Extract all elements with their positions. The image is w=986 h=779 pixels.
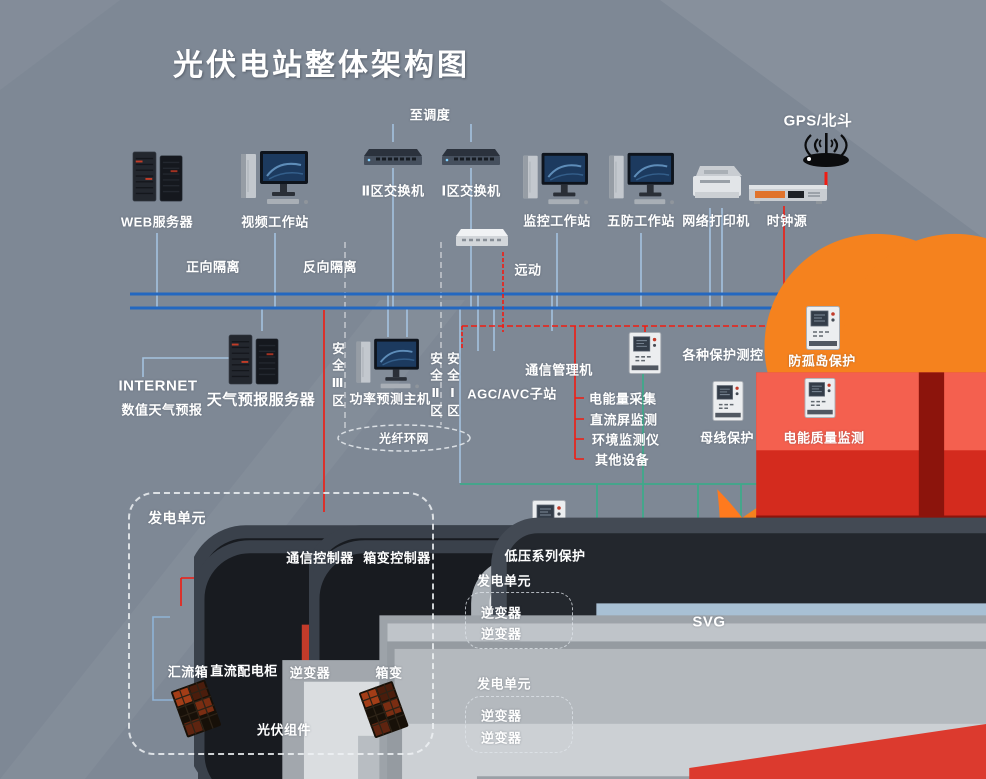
bus-protection-label: 母线保护 (699, 430, 755, 446)
video-workstation-label: 视频工作站 (241, 214, 309, 230)
bus-protection-device-icon (712, 381, 744, 421)
dc-screen-label: 直流屏监测 (590, 412, 658, 428)
remote-hub-icon (454, 227, 510, 248)
inverter-label: 逆变器 (289, 665, 331, 681)
reverse-isolation-label: 反向隔离 (302, 259, 358, 275)
unit-a-label: 发电单元 (477, 573, 532, 589)
network-printer-icon (693, 166, 742, 198)
unit-b-inverter2-label: 逆变器 (481, 730, 522, 746)
gps-beidou-label: GPS/北斗 (783, 112, 853, 130)
zone1-switch-label: Ⅰ区交换机 (441, 183, 501, 199)
security-zone-dividers (344, 242, 442, 430)
energy-collect-label: 电能量采集 (589, 391, 657, 407)
generation-unit-b-box (465, 696, 573, 753)
page-title: 光伏电站整体架构图 (173, 49, 470, 82)
env-monitor-label: 环境监测仪 (592, 432, 660, 448)
anti-islanding-label: 防孤岛保护 (788, 353, 856, 369)
comm-manager-label: 通信管理机 (525, 362, 593, 378)
to-dispatch-label: 至调度 (409, 107, 451, 123)
comm-controller-label: 通信控制器 (286, 550, 354, 566)
svg-label: SVG (692, 613, 726, 631)
web-server-label: WEB服务器 (120, 214, 194, 230)
clock-source-label: 时钟源 (766, 213, 808, 229)
unit-a-inverter1-label: 逆变器 (481, 605, 522, 621)
network-drop-lines (142, 124, 723, 483)
forward-isolation-label: 正向隔离 (185, 259, 241, 275)
zone2-switch-icon (362, 147, 424, 167)
video-workstation-icon (239, 149, 310, 206)
fiber-ring (320, 424, 986, 779)
lv-protection-label: 低压系列保护 (504, 548, 586, 564)
box-controller-label: 箱变控制器 (363, 550, 431, 566)
box-transformer-label: 箱变 (375, 665, 403, 681)
network-printer-label: 网络打印机 (682, 213, 750, 229)
internet-label: INTERNET (118, 377, 198, 395)
weather-server-icon (228, 334, 279, 385)
monitor-workstation-icon (522, 151, 589, 206)
combiner-box-label: 汇流箱 (167, 664, 209, 680)
zone2-switch-label: Ⅱ区交换机 (361, 183, 425, 199)
weather-server-label: 天气预报服务器 (206, 391, 316, 409)
five-prevention-workstation-icon (608, 151, 675, 206)
zone1-switch-icon (440, 147, 502, 167)
generation-unit-a-box (465, 592, 573, 649)
zone1-label: 安全Ⅰ区 (445, 352, 459, 421)
numeric-weather-label: 数值天气预报 (121, 402, 203, 418)
generation-unit-box (128, 492, 434, 755)
protection-ctrl-label: 各种保护测控 (682, 347, 764, 363)
clock-source-icon (748, 184, 828, 205)
remote-control-label: 远动 (514, 262, 542, 278)
agc-avc-label: AGC/AVC子站 (467, 386, 557, 402)
fiber-ring-label: 光纤环网 (378, 431, 430, 446)
zone3-label: 安全Ⅲ区 (330, 342, 344, 411)
anti-islanding-device-icon (806, 305, 840, 351)
pv-modules-label: 光伏组件 (256, 722, 312, 738)
protection-measure-device-icon (628, 332, 662, 374)
monitor-workstation-label: 监控工作站 (523, 213, 591, 229)
power-quality-label: 电能质量监测 (783, 430, 865, 446)
power-forecast-label: 功率预测主机 (349, 391, 431, 407)
unit-b-label: 发电单元 (477, 676, 532, 692)
gps-antenna-icon (801, 131, 851, 169)
zone2-label: 安全Ⅱ区 (428, 352, 442, 421)
unit-a-inverter2-label: 逆变器 (481, 626, 522, 642)
other-devices-label: 其他设备 (595, 452, 650, 468)
five-prevention-label: 五防工作站 (607, 213, 675, 229)
power-quality-device-icon (804, 378, 836, 418)
dc-cabinet-label: 直流配电柜 (210, 663, 278, 679)
network-bus-lines (130, 292, 786, 310)
generation-unit-label: 发电单元 (148, 510, 206, 526)
web-server-icon (132, 151, 183, 202)
unit-b-inverter1-label: 逆变器 (481, 708, 522, 724)
